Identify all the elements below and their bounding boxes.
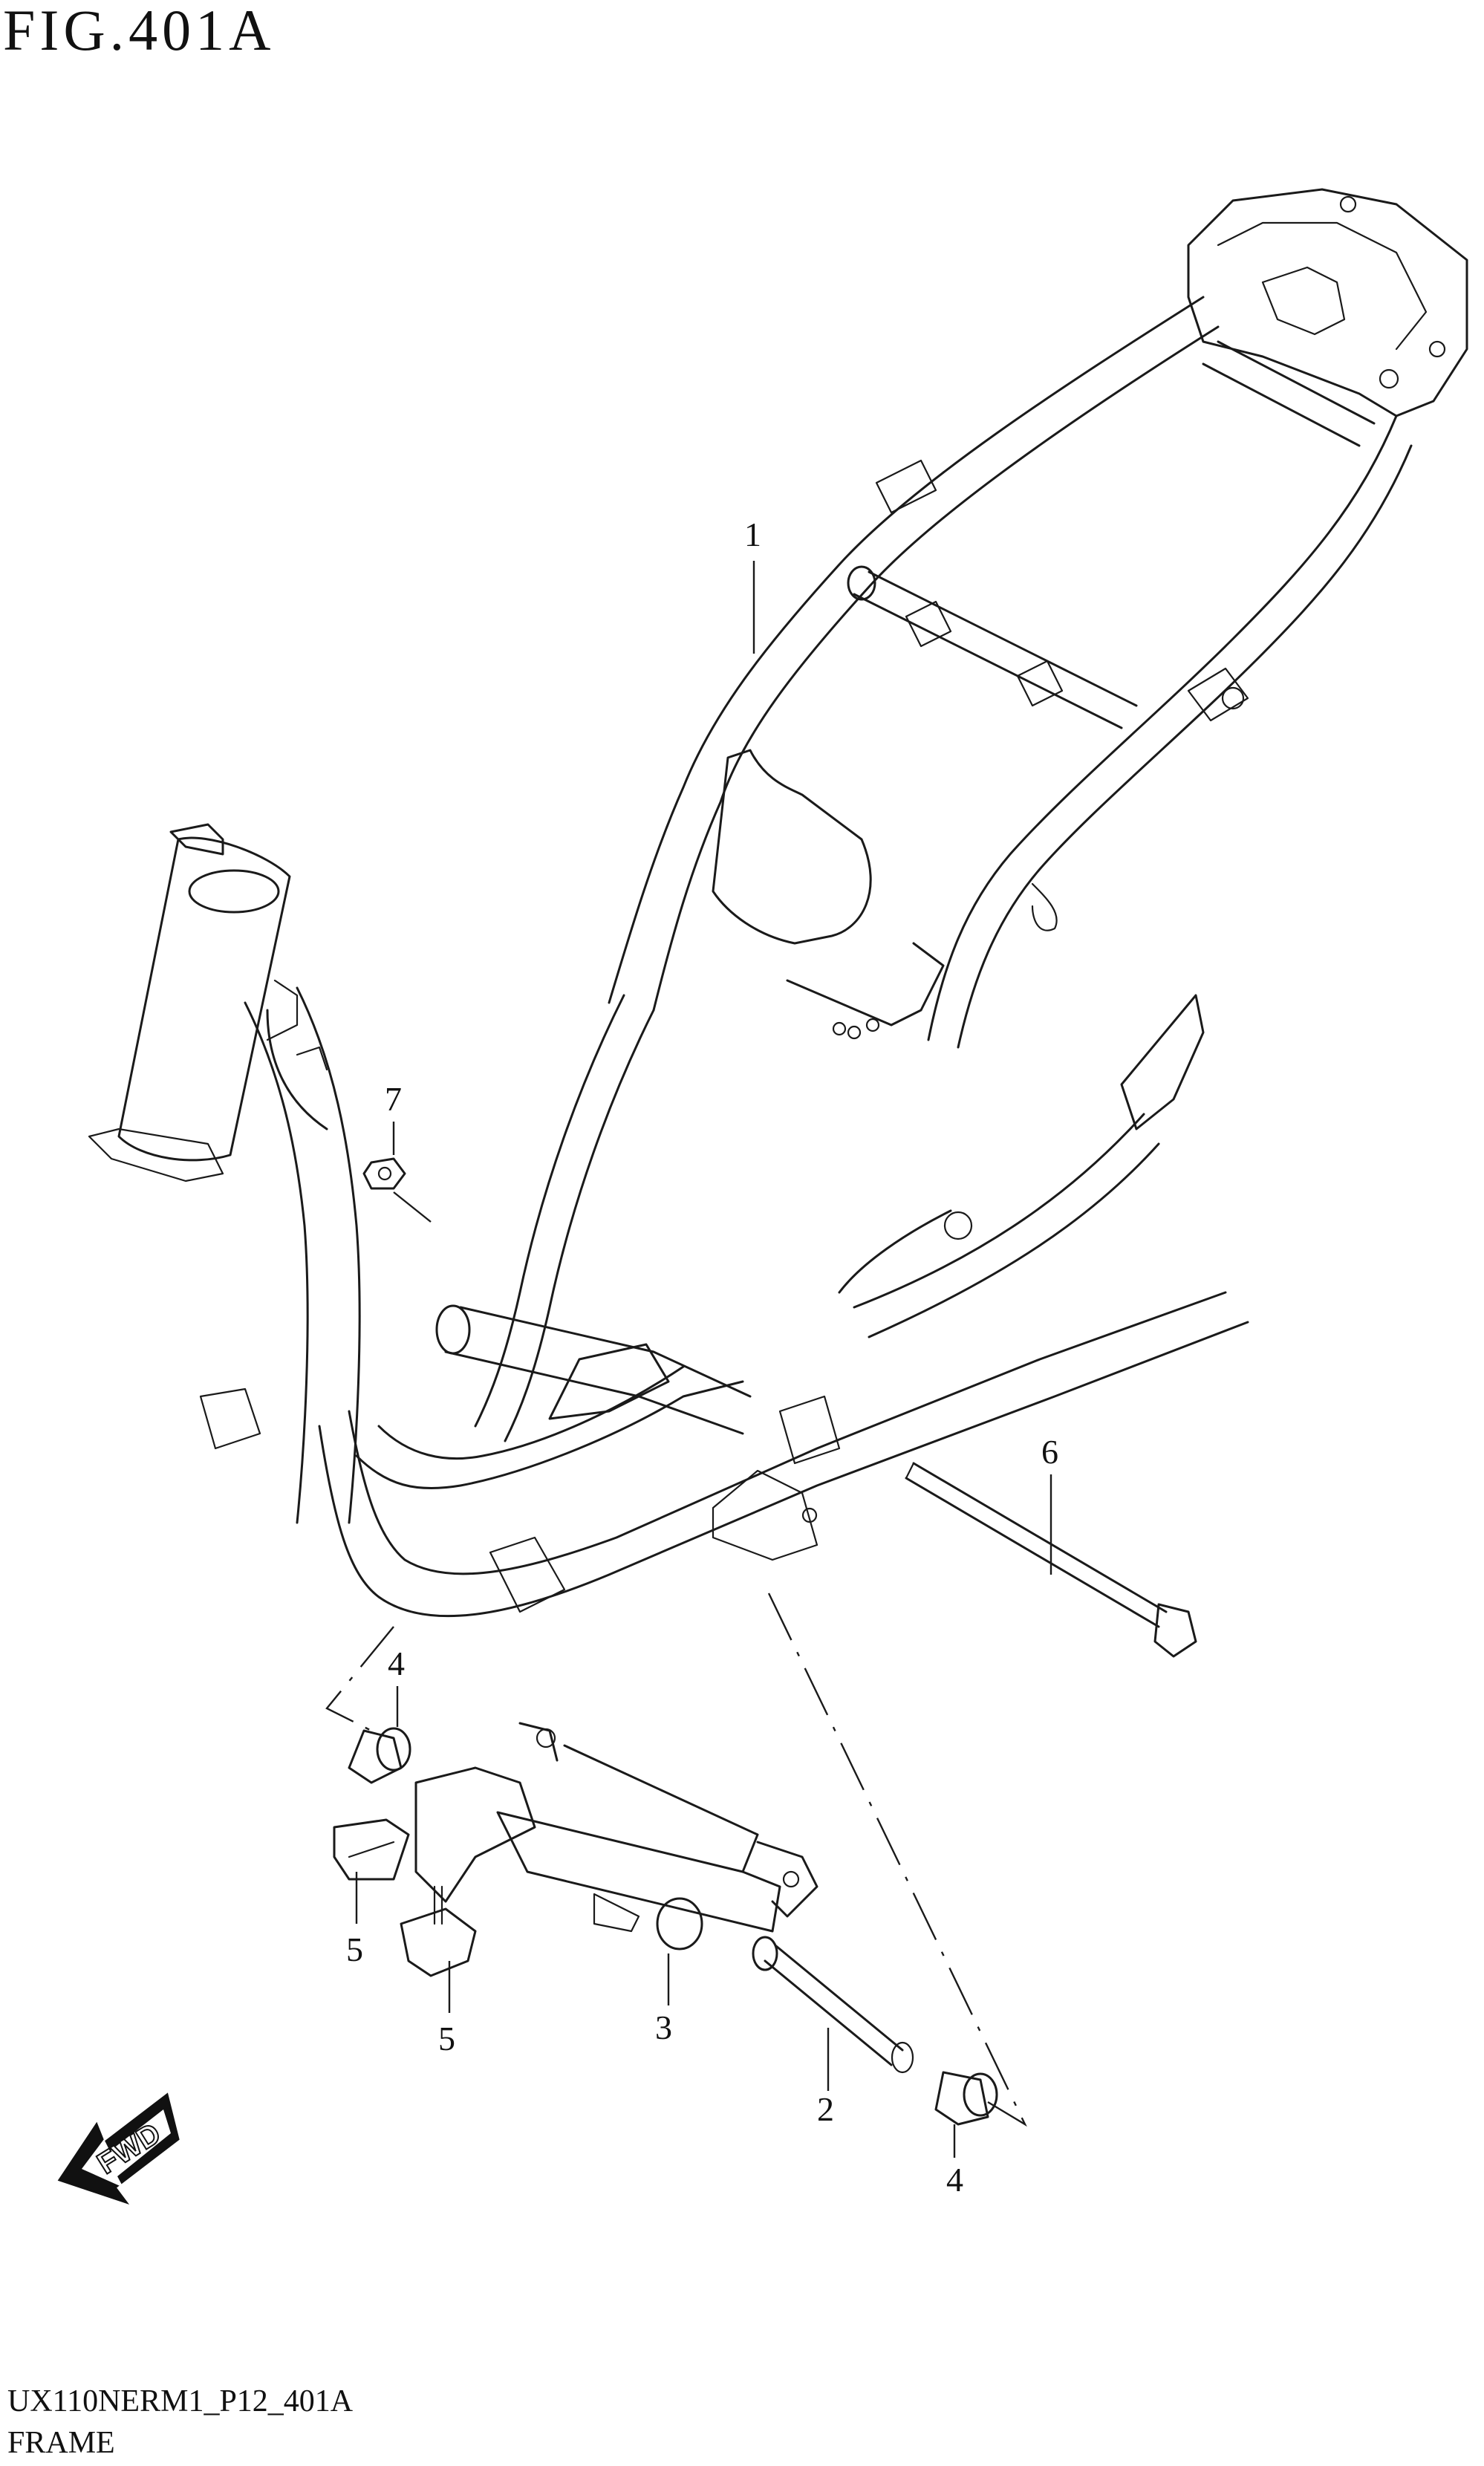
callout-7: 7: [385, 1080, 402, 1118]
callout-4-upper: 4: [388, 1644, 405, 1682]
callout-3: 3: [655, 2008, 672, 2046]
main-frame-part: [88, 188, 1468, 1618]
bolt-part-2: [752, 1936, 914, 2074]
callout-4-lower: 4: [946, 2161, 963, 2199]
cushion-part-5-upper: [333, 1818, 410, 1881]
leader-lines: [325, 561, 1052, 2158]
bushing-part-4-lower: [934, 2071, 998, 2126]
engine-mount-part-3: [414, 1722, 819, 1951]
callout-2: 2: [817, 2090, 834, 2128]
section-name: FRAME: [7, 2426, 115, 2460]
callout-5-lower: 5: [438, 2020, 455, 2057]
drawing-code: UX110NERM1_P12_401A: [7, 2384, 354, 2418]
figure-title: FIG.401A: [3, 0, 276, 62]
bolt-part-6: [905, 1462, 1197, 1658]
callout-6: 6: [1041, 1433, 1058, 1471]
callout-1: 1: [744, 515, 761, 553]
bushing-part-4-upper: [348, 1727, 411, 1784]
fwd-arrow-icon: FWD: [57, 2092, 180, 2205]
nut-part-7: [362, 1157, 406, 1190]
cushion-part-5-lower: [400, 1885, 477, 1977]
callout-5-upper: 5: [346, 1930, 363, 1968]
